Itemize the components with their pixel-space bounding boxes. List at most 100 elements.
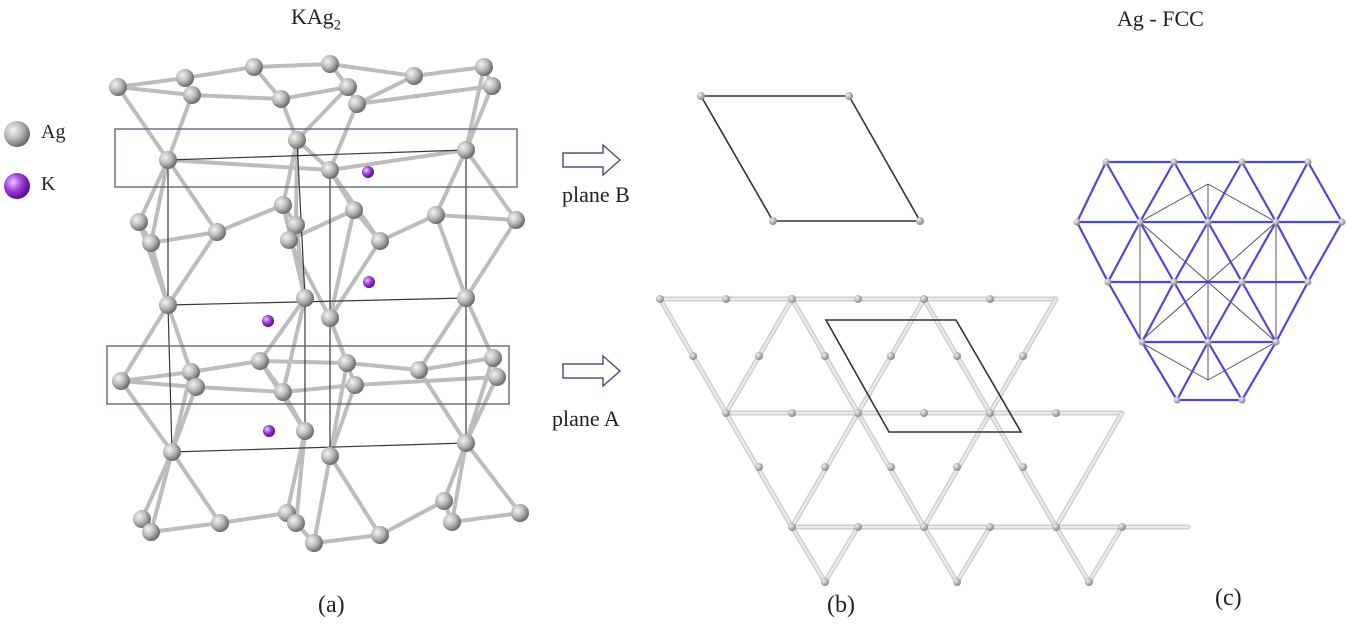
legend xyxy=(4,121,30,199)
kagome-node xyxy=(1085,578,1093,586)
kagome-bond-highlight xyxy=(1055,526,1090,583)
fcc-node xyxy=(1102,158,1110,166)
ag-atom xyxy=(405,67,423,85)
kagome-bond-highlight xyxy=(1055,412,1123,528)
ag-ag-bond xyxy=(464,296,495,360)
ag-atom xyxy=(142,523,160,541)
cell-edge xyxy=(167,304,173,453)
kagome-bond-highlight xyxy=(956,355,991,414)
kagome-node xyxy=(854,523,862,531)
ag-ag-bond xyxy=(295,85,350,142)
ag-ag-bond xyxy=(328,62,416,78)
ag-atom xyxy=(183,86,201,104)
fcc-bond xyxy=(1173,221,1209,283)
kagome-node xyxy=(755,463,763,471)
ag-ag-bond xyxy=(450,511,522,524)
title-kag2: KAg2 xyxy=(291,4,341,34)
fcc-bond xyxy=(1241,161,1277,223)
kagome-node xyxy=(755,352,763,360)
ag-ag-bond xyxy=(166,158,219,234)
kagome-node xyxy=(986,409,994,417)
ag-ag-bond xyxy=(170,450,222,525)
fcc-node xyxy=(1173,396,1181,404)
ag-ag-bond xyxy=(166,303,193,374)
kagome-node xyxy=(1019,352,1027,360)
ag-atom xyxy=(321,309,339,327)
kag2-crystal-structure xyxy=(106,55,529,552)
ag-ag-bond xyxy=(464,218,518,300)
fcc-bond xyxy=(1307,221,1343,283)
ag-atom xyxy=(112,372,130,390)
kagome-node xyxy=(689,352,697,360)
fcc-bond xyxy=(1275,221,1309,283)
kagome-node xyxy=(1052,409,1060,417)
fcc-node xyxy=(1073,218,1081,226)
kagome-node xyxy=(788,409,796,417)
ag-ag-bond xyxy=(190,93,283,101)
fcc-node xyxy=(1136,218,1144,226)
fcc-bond xyxy=(1275,281,1309,343)
kagome-node xyxy=(854,295,862,303)
ag-atom xyxy=(274,196,292,214)
ag-ag-bond xyxy=(378,213,438,243)
title-kag2-subscript: 2 xyxy=(333,17,341,34)
ag-ag-bond xyxy=(328,208,356,320)
ag-ag-bond xyxy=(434,213,518,222)
ag-ag-bond xyxy=(294,138,299,227)
ag-ag-bond xyxy=(328,102,359,172)
kagome-node xyxy=(722,409,730,417)
kagome-node xyxy=(887,463,895,471)
kagome-bond-highlight xyxy=(758,469,793,528)
ag-atom xyxy=(348,95,366,113)
plane-a-selection-box xyxy=(106,345,510,405)
ag-atom xyxy=(338,354,356,372)
ag-atom xyxy=(296,422,314,440)
ag-atom xyxy=(182,363,200,381)
cell-edge xyxy=(167,297,467,306)
fcc-bond xyxy=(1307,161,1343,223)
ag-atom xyxy=(371,232,389,250)
ag-atom xyxy=(457,434,475,452)
ag-atom xyxy=(142,234,160,252)
cell-edge xyxy=(167,149,467,161)
ag-ag-bond xyxy=(149,521,222,534)
ag-atom xyxy=(511,504,529,522)
arrow-plane-b xyxy=(562,143,622,177)
fcc-bond xyxy=(1173,281,1209,343)
ag-ag-bond xyxy=(149,158,170,245)
kagome-node xyxy=(953,578,961,586)
kagome-node xyxy=(920,295,928,303)
fcc-node xyxy=(1104,278,1112,286)
kagome-node xyxy=(1118,523,1126,531)
plane-b-label: plane B xyxy=(562,182,630,207)
ag-atom xyxy=(274,383,292,401)
kagome-node xyxy=(986,523,994,531)
ag-ag-bond xyxy=(281,138,299,207)
ag-atom xyxy=(287,514,305,532)
cell-edge xyxy=(171,442,467,453)
ag-atom xyxy=(159,296,177,314)
ag-ag-bond xyxy=(116,85,194,97)
kagome-node xyxy=(821,352,829,360)
kagome-node xyxy=(1052,523,1060,531)
plane-a-kagome-lattice xyxy=(656,295,1191,586)
ag-ag-bond xyxy=(189,359,262,374)
fcc-bond xyxy=(1241,281,1277,343)
ag-ag-bond xyxy=(137,158,170,224)
kagome-node xyxy=(821,578,829,586)
fcc-node xyxy=(1304,158,1312,166)
fcc-node xyxy=(1238,396,1246,404)
ag-ag-bond xyxy=(119,379,198,389)
ag-ag-bond xyxy=(417,368,468,445)
ag-ag-bond xyxy=(450,441,468,524)
fcc-bond xyxy=(1207,161,1243,223)
ag-ag-bond xyxy=(464,441,522,515)
ag-atoms xyxy=(109,55,529,552)
kagome-node xyxy=(821,463,829,471)
fcc-node xyxy=(1170,278,1178,286)
kagome-bond-highlight xyxy=(923,526,958,583)
ag-atom xyxy=(287,216,305,234)
ag-atom xyxy=(133,510,151,528)
kagome-bond-highlight xyxy=(1088,526,1123,583)
kagome-bond-highlight xyxy=(824,526,859,583)
